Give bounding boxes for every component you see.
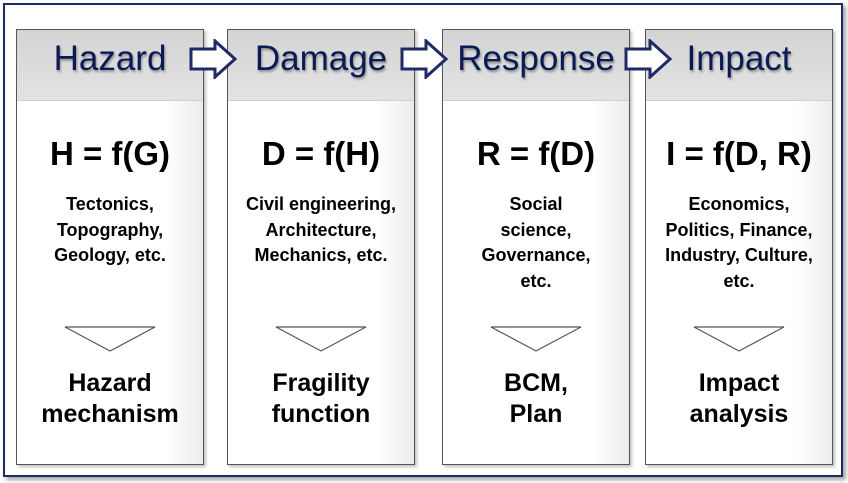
field-line: Architecture,: [265, 219, 377, 240]
stage-fields: Economics, Politics, Finance, Industry, …: [650, 192, 828, 294]
field-line: Social: [509, 194, 563, 214]
stage-result: Hazard mechanism: [17, 368, 203, 430]
down-triangle-icon: [275, 326, 367, 352]
right-block-arrow-icon: [624, 39, 672, 79]
field-line: Governance,: [481, 245, 591, 265]
right-block-arrow-icon: [189, 39, 237, 79]
stage-formula: R = f(D): [476, 135, 596, 172]
down-triangle-icon: [64, 326, 156, 352]
result-line: analysis: [689, 400, 789, 428]
field-line: science,: [500, 219, 572, 240]
result-line: Hazard: [68, 369, 152, 397]
stage-result: Impact analysis: [646, 368, 832, 430]
stage-header: Impact: [646, 30, 832, 101]
stage-title: Damage: [254, 39, 388, 78]
result-line: Impact: [698, 369, 780, 397]
right-block-arrow-icon: [400, 39, 448, 79]
stage-title: Hazard: [53, 39, 167, 78]
stage-formula: H = f(G): [49, 135, 171, 172]
stage-column-damage: Damage D = f(H) Civil engineering, Archi…: [227, 29, 415, 465]
stage-column-response: Response R = f(D) Social science, Govern…: [442, 29, 630, 465]
result-line: mechanism: [41, 400, 179, 428]
result-line: function: [271, 400, 371, 428]
stage-fields: Social science, Governance, etc.: [447, 192, 625, 294]
field-line: Industry, Culture,: [665, 245, 813, 265]
stage-column-impact: Impact I = f(D, R) Economics, Politics, …: [645, 29, 833, 465]
field-line: Politics, Finance,: [665, 219, 813, 240]
field-line: Geology, etc.: [54, 245, 166, 265]
field-line: Economics,: [688, 194, 790, 214]
stage-title: Impact: [686, 39, 792, 78]
stage-header: Damage: [228, 30, 414, 101]
diagram-frame: Hazard H = f(G) Tectonics, Topography, G…: [3, 3, 843, 477]
stage-header: Response: [443, 30, 629, 101]
field-line: Tectonics,: [66, 194, 154, 214]
stage-formula: I = f(D, R): [666, 135, 812, 172]
down-triangle-icon: [693, 326, 785, 352]
stage-result: Fragility function: [228, 368, 414, 430]
stage-fields: Tectonics, Topography, Geology, etc.: [21, 192, 199, 269]
field-line: Civil engineering,: [245, 194, 397, 214]
result-line: Plan: [509, 400, 563, 428]
result-line: Fragility: [272, 369, 370, 397]
field-line: etc.: [723, 270, 755, 291]
field-line: Mechanics, etc.: [254, 245, 388, 265]
field-line: Topography,: [56, 219, 164, 240]
stage-column-hazard: Hazard H = f(G) Tectonics, Topography, G…: [16, 29, 204, 465]
result-line: BCM,: [504, 369, 568, 397]
down-triangle-icon: [490, 326, 582, 352]
stage-title: Response: [457, 39, 615, 78]
stage-formula: D = f(H): [261, 135, 381, 172]
stage-result: BCM, Plan: [443, 368, 629, 430]
field-line: etc.: [520, 270, 552, 291]
stage-fields: Civil engineering, Architecture, Mechani…: [232, 192, 410, 269]
stage-header: Hazard: [17, 30, 203, 101]
